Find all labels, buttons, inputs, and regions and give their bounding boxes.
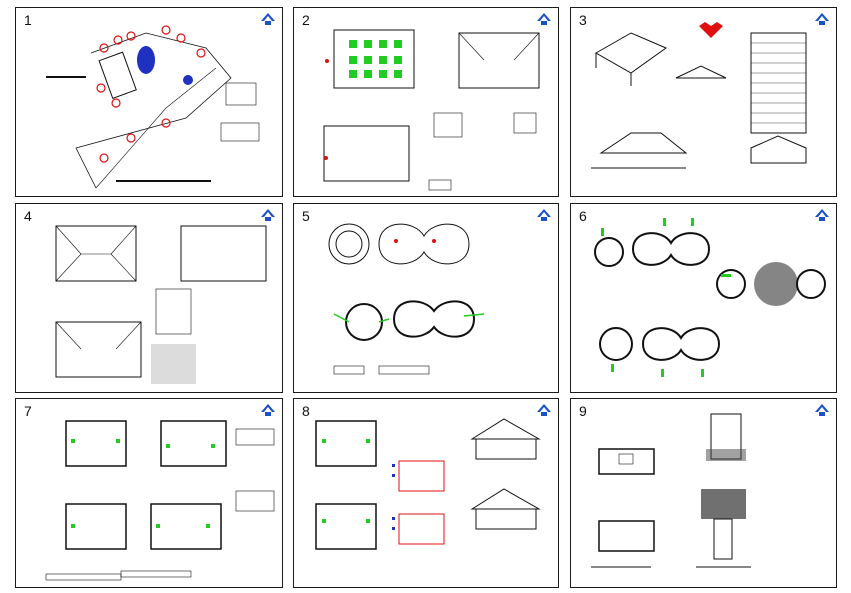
building-plans-drawing xyxy=(45,420,275,581)
roof-structure-drawing xyxy=(591,22,807,169)
sheet-number: 5 xyxy=(302,208,310,224)
drawing-sheet-4[interactable]: 4 xyxy=(15,203,283,393)
drawing-sheet-6[interactable]: 6 xyxy=(570,203,837,393)
house-roof-icon xyxy=(815,404,829,416)
drawing-sheet-2[interactable]: 2 xyxy=(293,7,559,197)
floor-plans-drawing xyxy=(323,29,540,191)
house-roof-icon xyxy=(537,209,551,221)
house-roof-icon xyxy=(261,13,275,25)
drawing-sheet-8[interactable]: 8 xyxy=(293,398,559,588)
pool-plans-drawing xyxy=(328,223,485,375)
sheet-number: 3 xyxy=(579,12,587,28)
drawing-sheet-3[interactable]: 3 xyxy=(570,7,837,197)
house-roof-icon xyxy=(261,209,275,221)
sheet-number: 7 xyxy=(24,403,32,419)
house-roof-icon xyxy=(537,13,551,25)
sheet-number: 6 xyxy=(579,208,587,224)
construction-details-drawing xyxy=(591,413,751,568)
house-roof-icon xyxy=(537,404,551,416)
sheet-number: 2 xyxy=(302,12,310,28)
house-roof-icon xyxy=(815,209,829,221)
house-roof-icon xyxy=(815,13,829,25)
drawing-sheet-1[interactable]: 1 xyxy=(15,7,283,197)
sheet-number: 1 xyxy=(24,12,32,28)
sheet-number: 9 xyxy=(579,403,587,419)
roof-plans-drawing xyxy=(55,225,267,384)
house-roof-icon xyxy=(261,404,275,416)
sheet-number: 4 xyxy=(24,208,32,224)
sections-elevations-drawing xyxy=(315,418,541,550)
site-plan-drawing xyxy=(46,25,260,189)
sheet-number: 8 xyxy=(302,403,310,419)
drawing-sheet-5[interactable]: 5 xyxy=(293,203,559,393)
drawing-sheet-7[interactable]: 7 xyxy=(15,398,283,588)
pool-details-drawing xyxy=(594,218,826,377)
drawing-sheet-9[interactable]: 9 xyxy=(570,398,837,588)
